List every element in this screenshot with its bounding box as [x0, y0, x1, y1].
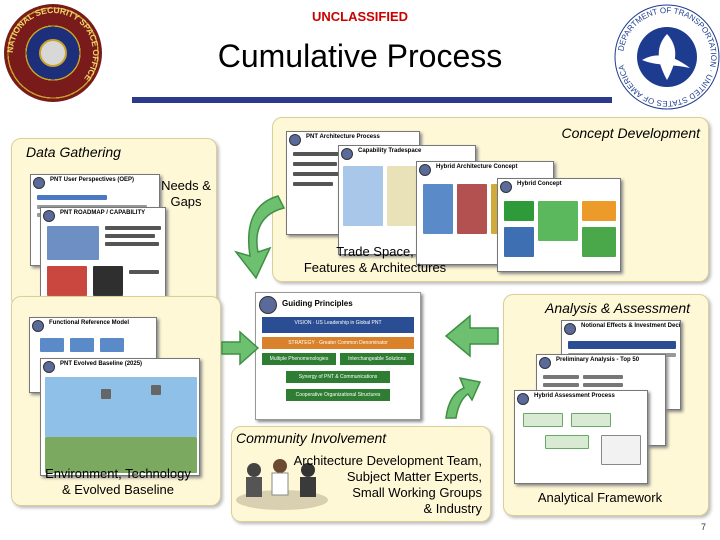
seal-icon: [289, 134, 301, 146]
doc-title: PNT Evolved Baseline (2025): [60, 361, 143, 367]
seal-icon: [33, 177, 45, 189]
doc-title: Notional Effects & Investment Decisions: [581, 323, 680, 329]
right-arrow-icon: [221, 330, 260, 366]
seal-icon: [341, 148, 353, 160]
environment-label: Environment, Technology & Evolved Baseli…: [26, 466, 210, 498]
community-participants: Architecture Development Team, Subject M…: [254, 453, 482, 517]
doc-thumbnail: Hybrid Assessment Process: [514, 390, 648, 484]
slide-title: Cumulative Process: [217, 38, 503, 74]
page-number: 7: [700, 522, 706, 532]
vector-bar: Interchangeable Solutions: [340, 353, 414, 365]
doc-title: PNT User Perspectives (OEP): [50, 177, 135, 183]
seal-icon: [539, 357, 551, 369]
eagle-icon: [39, 39, 67, 67]
gaps-label: Gaps: [170, 194, 202, 209]
trade-space-line: Trade Space,: [336, 244, 414, 259]
doc-title: Capability Tradespace: [358, 148, 422, 154]
doc-thumbnail: Hybrid Concept: [497, 178, 621, 272]
nsso-seal-logo: [4, 4, 102, 102]
nsso-seal-lettering: NATIONAL SECURITY SPACE OFFICE: [5, 5, 101, 84]
needs-gaps-label: Needs & Gaps: [156, 178, 216, 210]
environment-line: Environment, Technology: [45, 466, 191, 481]
seal-icon: [43, 361, 55, 373]
features-line: Features & Architectures: [303, 260, 447, 275]
up-arrow-icon: [445, 376, 482, 419]
trade-space-label: Trade Space, Features & Architectures: [295, 244, 455, 276]
classification-banner: UNCLASSIFIED: [311, 9, 409, 24]
seal-icon: [43, 210, 55, 222]
doc-title: Hybrid Assessment Process: [534, 393, 615, 399]
vector-bar: Multiple Phenomenologies: [262, 353, 336, 365]
participant-line: Architecture Development Team,: [293, 453, 482, 468]
seal-icon: [259, 296, 277, 314]
doc-title: PNT Architecture Process: [306, 134, 380, 140]
dot-seal-logo: DEPARTMENT OF TRANSPORTATION · UNITED ST…: [614, 4, 720, 110]
seal-icon: [32, 320, 44, 332]
title-underline: [132, 97, 612, 103]
needs-label: Needs &: [161, 178, 211, 193]
doc-thumbnail: PNT Evolved Baseline (2025): [40, 358, 200, 476]
community-involvement-label: Community Involvement: [236, 430, 387, 446]
left-arrow-icon: [444, 314, 499, 358]
doc-title: PNT ROADMAP / CAPABILITY: [60, 210, 146, 216]
vector-bar: Synergy of PNT & Communications: [286, 371, 390, 383]
doc-title: Preliminary Analysis - Top 50: [556, 357, 640, 363]
doc-thumbnail: PNT ROADMAP / CAPABILITY: [40, 207, 166, 301]
doc-title: Functional Reference Model: [49, 320, 130, 326]
vector-bar: Cooperative Organizational Structures: [286, 389, 390, 401]
seal-icon: [419, 164, 431, 176]
guiding-principles-title: Guiding Principles: [282, 299, 353, 308]
seal-icon: [500, 181, 512, 193]
data-gathering-label: Data Gathering: [26, 144, 121, 160]
strategy-bar: STRATEGY · Greater Common Denominator: [262, 337, 414, 349]
analytical-framework-label: Analytical Framework: [537, 490, 663, 505]
participant-line: Small Working Groups: [352, 485, 482, 500]
baseline-line: & Evolved Baseline: [61, 482, 174, 497]
participant-line: Subject Matter Experts,: [346, 469, 482, 484]
concept-development-label: Concept Development: [561, 125, 700, 141]
doc-title: Hybrid Concept: [517, 181, 562, 187]
vision-bar: VISION · US Leadership in Global PNT: [262, 317, 414, 333]
seal-icon: [564, 323, 576, 335]
participant-line: & Industry: [423, 501, 482, 516]
guiding-principles-doc: Guiding Principles VISION · US Leadershi…: [255, 292, 421, 420]
seal-icon: [517, 393, 529, 405]
doc-title: Hybrid Architecture Concept: [436, 164, 518, 170]
svg-text:NATIONAL SECURITY SPACE OFFICE: NATIONAL SECURITY SPACE OFFICE: [5, 5, 101, 84]
analysis-assessment-label: Analysis & Assessment: [545, 300, 690, 316]
meeting-people-icon: [236, 459, 328, 510]
curved-arrow-icon: [234, 195, 286, 280]
